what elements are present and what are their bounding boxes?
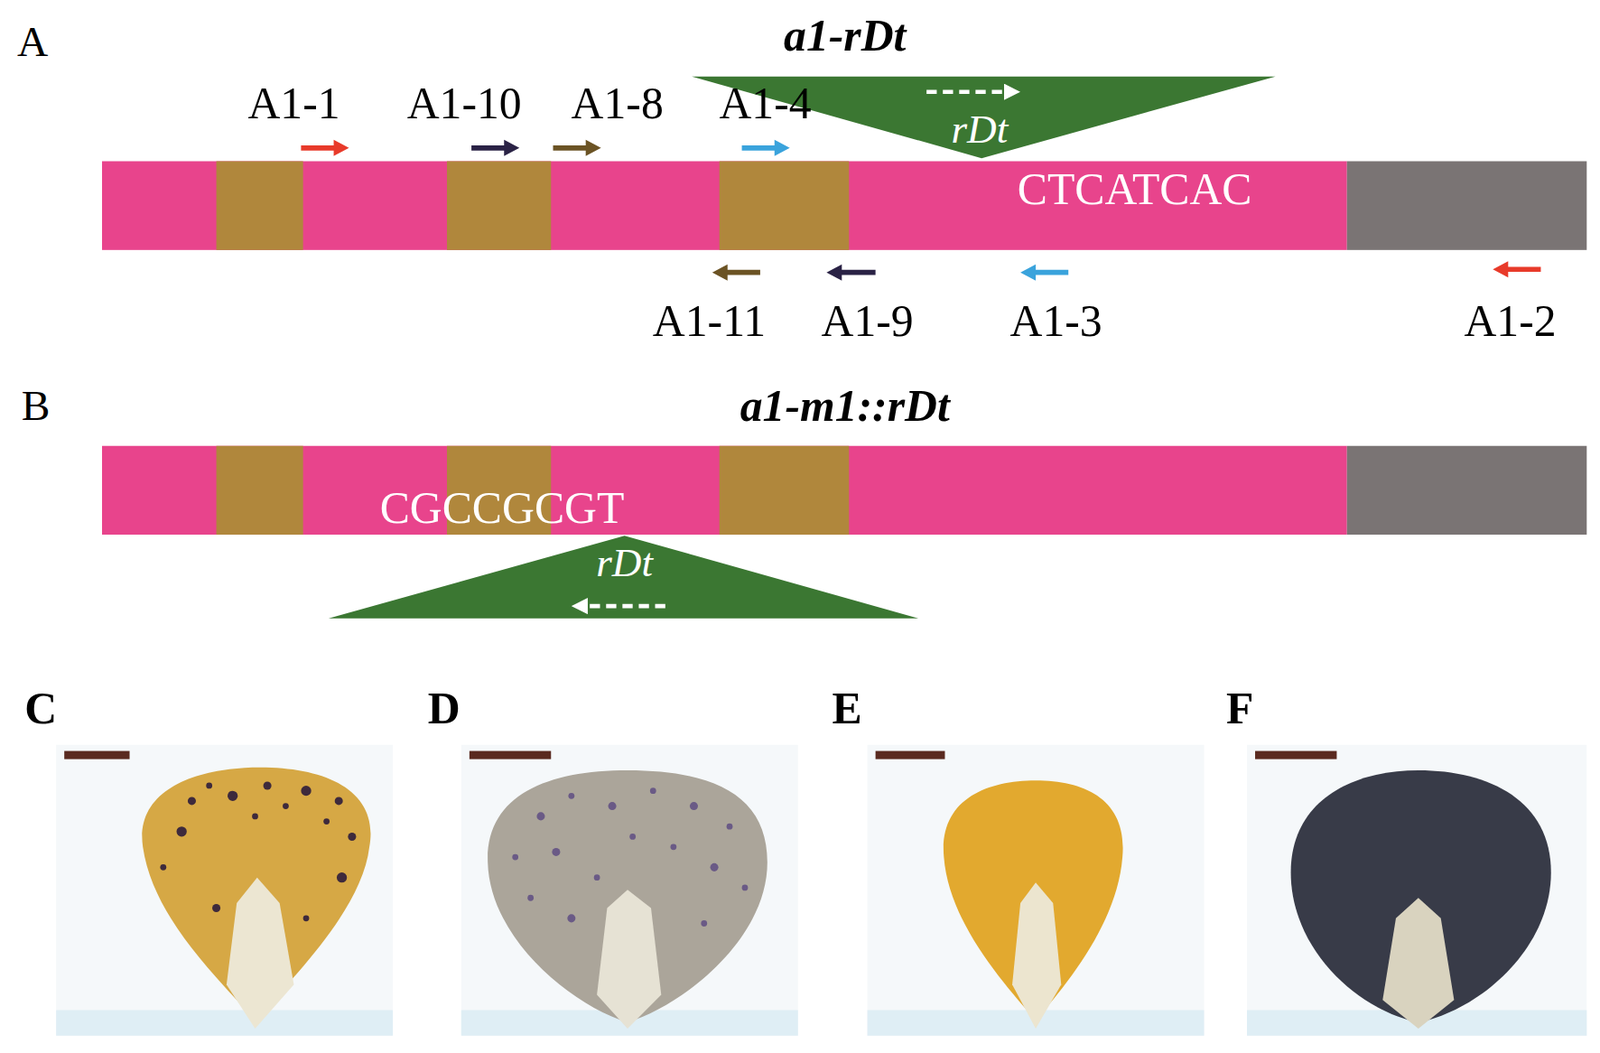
sequence-text: CGCCGCGT	[380, 485, 625, 531]
primer-name: A1-10	[407, 81, 522, 127]
panel-letter: C	[24, 687, 57, 733]
sequence-text: CTCATCAC	[1017, 167, 1253, 213]
primer-name: A1-3	[1010, 298, 1103, 345]
allele-name: a1-m1::rDt	[740, 383, 950, 429]
allele-name: a1-rDt	[783, 13, 906, 59]
primer-name: A1-1	[247, 81, 340, 127]
primer-name: A1-11	[652, 298, 766, 345]
transposon-name: rDt	[595, 542, 653, 584]
panel-letter: F	[1226, 687, 1254, 733]
panel-letter: D	[427, 687, 461, 733]
primer-name: A1-8	[571, 81, 664, 127]
panel-letter: B	[21, 384, 51, 428]
primer-name: A1-2	[1463, 298, 1556, 345]
panel-letter: E	[831, 687, 862, 733]
primer-name: A1-4	[718, 81, 811, 127]
transposon-name: rDt	[951, 109, 1009, 150]
primer-name: A1-9	[820, 298, 913, 345]
panel-letter: A	[17, 21, 48, 65]
